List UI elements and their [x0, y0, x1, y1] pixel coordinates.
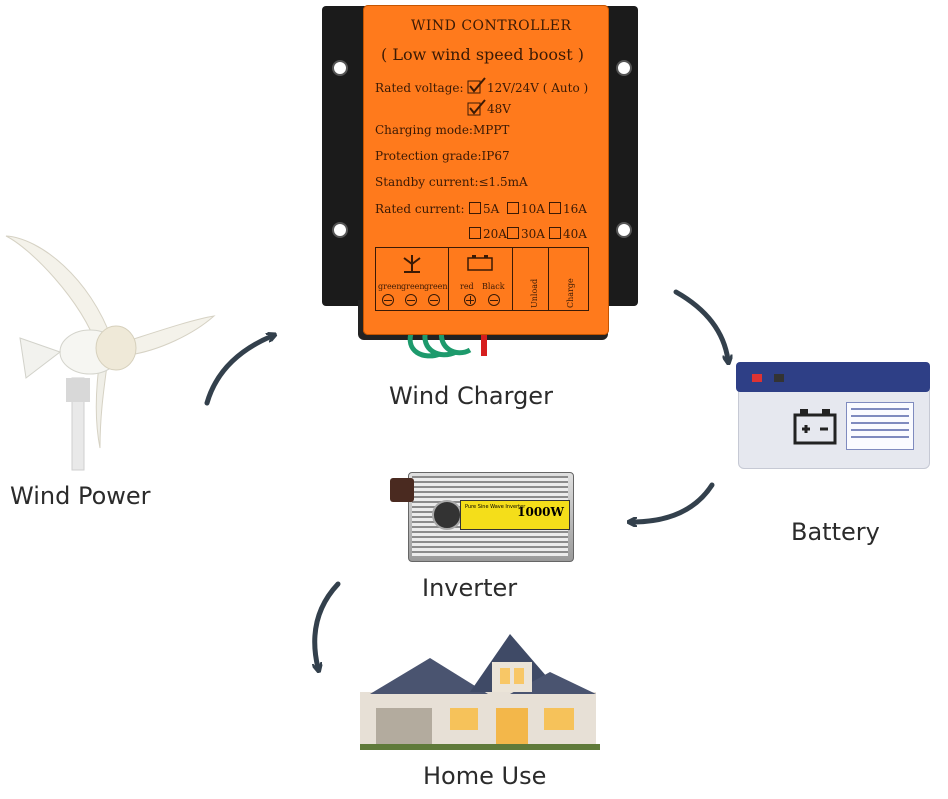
terminal-label: green	[401, 282, 425, 291]
current-option: 30A	[507, 227, 545, 241]
fan-icon	[432, 500, 462, 530]
arrow-inverter-to-home	[315, 581, 341, 668]
turbine-symbol-icon	[403, 255, 421, 273]
rated-voltage-label: Rated voltage:	[375, 81, 464, 95]
voltage-option-12-24: 12V/24V ( Auto )	[487, 81, 589, 95]
caption-battery: Battery	[791, 518, 880, 546]
protection-grade: Protection grade:IP67	[375, 149, 510, 163]
battery-symbol-icon	[793, 409, 837, 445]
terminal-block: green green green red Black Unload Charg…	[375, 247, 589, 311]
charging-mode: Charging mode:MPPT	[375, 123, 510, 137]
caption-wind-charger: Wind Charger	[389, 382, 553, 410]
rated-current-label: Rated current:	[375, 202, 465, 216]
caption-home-use: Home Use	[423, 762, 547, 790]
terminal-label: Black	[482, 282, 505, 291]
controller-subtitle: ( Low wind speed boost )	[381, 45, 585, 64]
arrow-battery-to-inverter	[632, 482, 715, 522]
controller-face: WIND CONTROLLER ( Low wind speed boost )…	[363, 5, 609, 335]
terminal-screw-icon	[464, 294, 476, 306]
terminal-label: green	[378, 282, 402, 291]
caption-wind-power: Wind Power	[10, 482, 151, 510]
controller-title: WIND CONTROLLER	[411, 18, 572, 34]
terminal-label: green	[424, 282, 448, 291]
side-label: Unload	[530, 278, 539, 308]
house-icon	[360, 634, 600, 750]
wind-turbine-icon	[5, 235, 216, 471]
checkbox-checked-icon	[467, 99, 486, 116]
terminal-screw-icon	[382, 294, 394, 306]
battery-symbol-icon	[467, 255, 493, 271]
arrow-turbine-to-charger	[204, 336, 272, 406]
caption-inverter: Inverter	[422, 574, 518, 602]
battery-sticker	[846, 402, 914, 450]
current-option: 16A	[549, 202, 587, 216]
arrow-charger-to-battery	[673, 289, 728, 360]
current-option: 5A	[469, 202, 499, 216]
standby-current: Standby current:≤1.5mA	[375, 175, 528, 189]
current-option: 20A	[469, 227, 507, 241]
inverter-label-text: Pure Sine Wave Inverter	[465, 504, 526, 510]
current-option: 10A	[507, 202, 545, 216]
inverter-label: Pure Sine Wave Inverter 1000W	[460, 500, 570, 530]
side-label: Charge	[566, 278, 575, 308]
terminal-screw-icon	[488, 294, 500, 306]
checkbox-checked-icon	[467, 77, 486, 94]
terminal-screw-icon	[405, 294, 417, 306]
inverter-rating: 1000W	[517, 505, 564, 519]
current-option: 40A	[549, 227, 587, 241]
terminal-label: red	[460, 282, 474, 291]
battery-terminal-icon	[752, 374, 784, 382]
voltage-option-48: 48V	[487, 102, 511, 116]
terminal-screw-icon	[428, 294, 440, 306]
